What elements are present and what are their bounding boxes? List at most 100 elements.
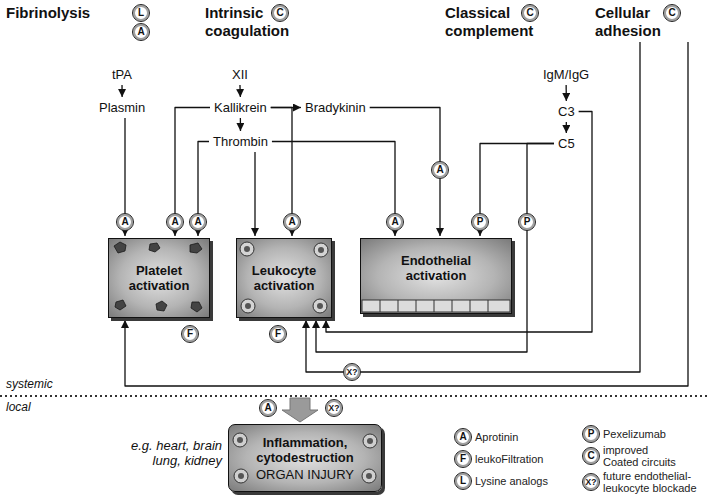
platelet-cells (114, 242, 202, 312)
tissue-cell (363, 434, 377, 448)
node-text: Fibrinolysis (6, 4, 124, 22)
legend-icon: X? (582, 473, 600, 491)
icon-letter: L (138, 8, 144, 18)
mediator-label: Kallikrein (212, 99, 269, 116)
endothelial-cell-borders (380, 300, 488, 312)
organ-examples-text: e.g. heart, brain lung, kidney (108, 438, 222, 468)
legend-entry: future endothelial-leukocyte blockade (603, 470, 703, 494)
legend-text: Aprotinin (475, 431, 580, 443)
legend-entry: Lysine analogs (475, 475, 580, 487)
leukocyte-nucleus (244, 246, 250, 252)
icon-letter: C (668, 8, 675, 18)
icon-letter: F (275, 329, 281, 339)
pathway-arrow (480, 144, 554, 237)
tissue-nucleus (237, 437, 243, 443)
icon-letter: A (194, 217, 201, 227)
tissue-nucleus (367, 438, 373, 444)
icon-letter: A (171, 217, 178, 227)
tissue-cell (233, 433, 247, 447)
edge-drug-icon: X? (343, 363, 361, 381)
platelet (156, 301, 167, 311)
tissue-cell (234, 469, 248, 483)
big-arrow (282, 398, 318, 422)
node-text: IgM/IgG (543, 67, 589, 82)
legend-text: leukoFiltration (475, 453, 580, 465)
tissue-nucleus (366, 473, 372, 479)
platelet (114, 242, 126, 253)
icon-letter: A (264, 403, 271, 413)
leukocyte-nucleus (318, 247, 324, 253)
pathway-arrow (254, 152, 255, 236)
icon-letter: A (137, 27, 144, 37)
pathway-arrow (566, 122, 567, 133)
header-drug-icon: A (132, 23, 150, 41)
legend-text: Lysine analogs (475, 475, 580, 487)
systemic-local-divider (0, 395, 707, 397)
pathway-arrow (565, 85, 566, 101)
pathway-arrow (326, 112, 592, 333)
region-label-text: local (6, 400, 31, 414)
edge-drug-icon: P (471, 213, 489, 231)
icon-letter: X? (329, 403, 340, 413)
organ-cells (233, 433, 377, 483)
icon-letter: P (524, 217, 531, 227)
legend-entry: leukoFiltration (475, 453, 580, 465)
platelet (190, 243, 202, 253)
header-drug-icon: L (132, 4, 150, 22)
region-label: systemic (6, 377, 53, 391)
node-text: Leukocyte activation (244, 263, 324, 293)
mediator-label: XII (230, 66, 250, 83)
node-text: C5 (558, 136, 575, 151)
leukocyte (241, 299, 255, 313)
icon-letter: P (477, 217, 484, 227)
node-text: Platelet activation (119, 263, 199, 293)
node-text: Endothelial activation (386, 253, 486, 283)
node-text: Plasmin (99, 100, 145, 115)
legend-icon: A (454, 428, 472, 446)
pathway-heading: Fibrinolysis (6, 4, 124, 22)
pathway-arrow (370, 108, 440, 237)
filtration-icon: F (269, 325, 287, 343)
edge-drug-icon: A (431, 161, 449, 179)
legend-entry: Aprotinin (475, 431, 580, 443)
legend-text: future endothelial-leukocyte blockade (603, 470, 703, 494)
pathway-arrow (239, 85, 241, 97)
legend-entry: improved Coated circuits (603, 444, 683, 468)
mediator-label: C3 (556, 103, 577, 120)
icon-letter: P (588, 429, 595, 439)
icon-letter: A (391, 217, 398, 227)
icon-letter: A (459, 432, 466, 442)
leukocyte-nucleus (317, 303, 323, 309)
icon-letter: A (121, 217, 128, 227)
local-drug-icon: A (259, 399, 277, 417)
legend-icon: P (582, 425, 600, 443)
tissue-cell (362, 469, 376, 483)
mediator-label: tPA (110, 66, 134, 83)
mediator-label: Plasmin (97, 99, 147, 116)
edge-drug-icon: P (518, 213, 536, 231)
legend-text: improved Coated circuits (603, 444, 683, 468)
icon-letter: F (187, 329, 193, 339)
icon-letter: A (436, 165, 443, 175)
region-label: local (6, 400, 31, 414)
organ-injury-box: Inflammation, cytodestructionORGAN INJUR… (228, 424, 382, 492)
header-drug-icon: C (521, 4, 539, 22)
platelet (149, 243, 160, 252)
icon-letter: A (288, 217, 295, 227)
icon-letter: L (460, 476, 466, 486)
icon-letter: X? (586, 477, 597, 487)
region-label-text: systemic (6, 377, 53, 391)
node-text: C3 (558, 104, 575, 119)
pathway-arrow (316, 144, 554, 353)
leukocyte-nucleus (245, 303, 251, 309)
organ-examples: e.g. heart, brain lung, kidney (108, 438, 222, 468)
leukocyte (313, 299, 327, 313)
leukocyte (314, 243, 328, 257)
icon-letter: C (526, 8, 533, 18)
leukocyte-cells (240, 242, 328, 313)
icon-letter: X? (347, 367, 358, 377)
mediator-label: IgM/IgG (541, 66, 591, 83)
node-text: Kallikrein (214, 100, 267, 115)
